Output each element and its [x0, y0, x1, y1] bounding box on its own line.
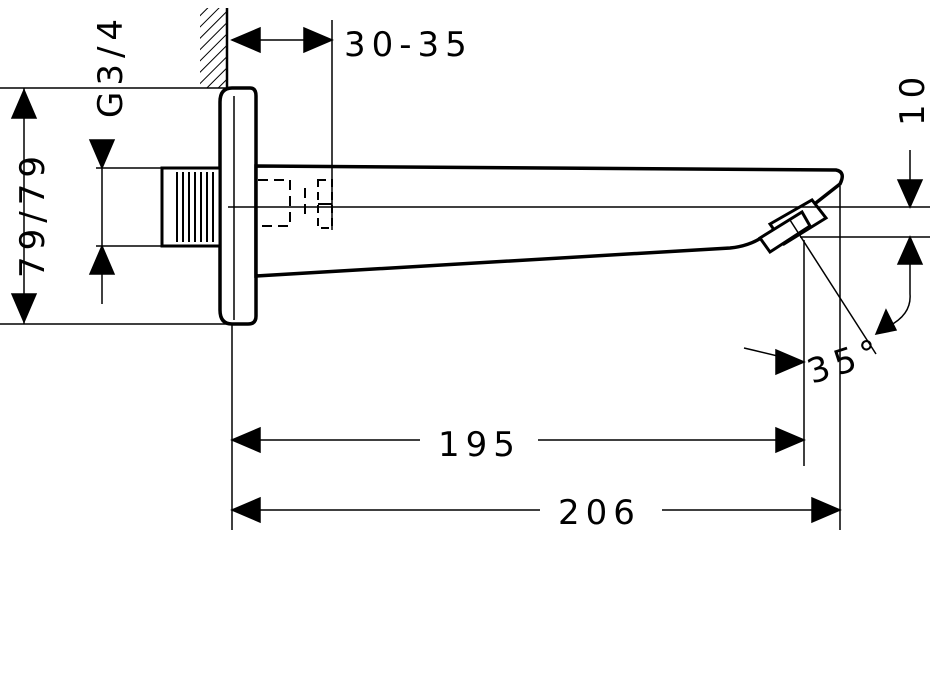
label-outlet-height: 10 — [893, 71, 933, 126]
reference-lines — [0, 20, 930, 530]
label-wall-projection: 30-35 — [344, 25, 473, 65]
dimension-arrows — [10, 26, 924, 524]
label-length-outlet: 195 — [438, 425, 521, 465]
wall — [200, 8, 229, 90]
aerator — [757, 198, 829, 255]
label-angle: 35° — [802, 330, 889, 392]
label-thread: G3/4 — [91, 13, 131, 118]
thread-connector — [160, 166, 222, 248]
hidden-internal-lines — [258, 179, 333, 229]
label-rosette-height: 79/79 — [13, 150, 53, 278]
label-length-total: 206 — [558, 493, 641, 533]
rosette — [218, 86, 258, 326]
spout-body — [254, 164, 844, 278]
